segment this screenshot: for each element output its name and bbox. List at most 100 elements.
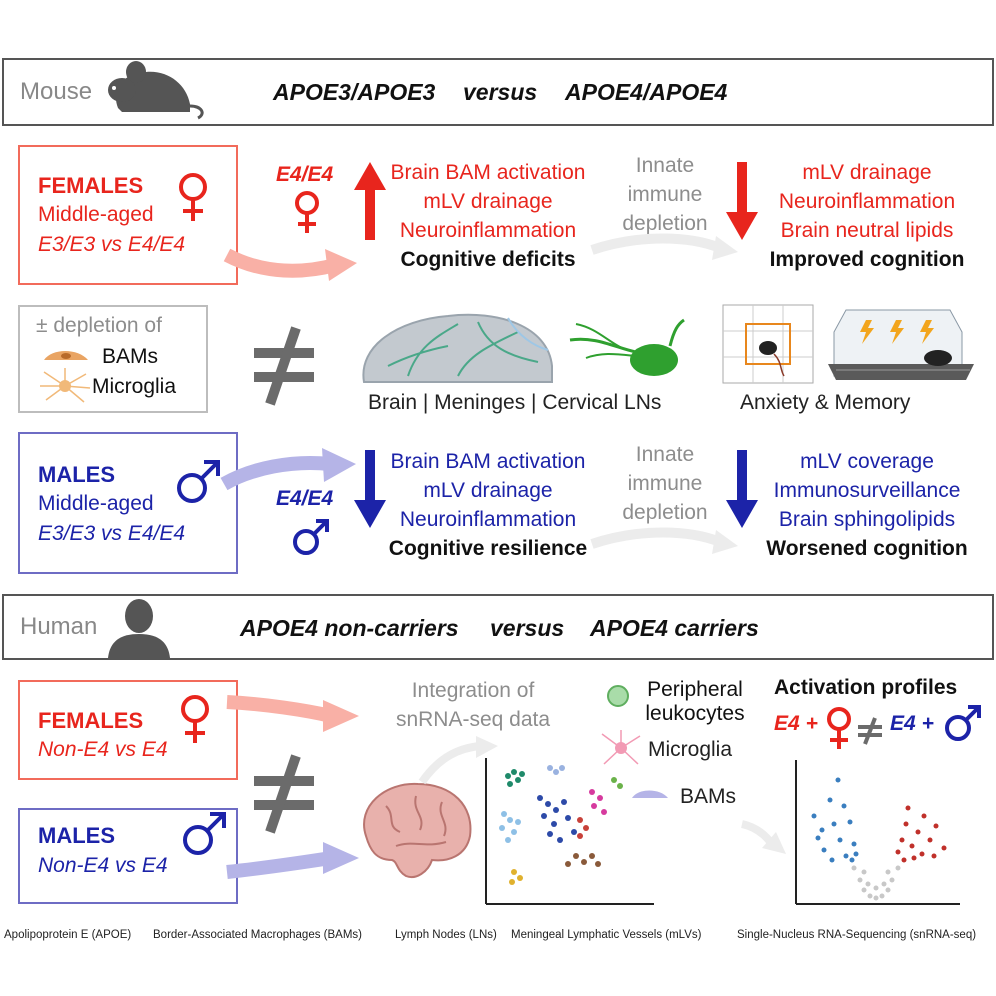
effect-line: Neuroinflammation [399,508,577,531]
male-human-comparison: Non-E4 vs E4 [38,854,168,877]
depletion-word: immune [627,183,703,206]
female-decrease-effects: mLV drainage Neuroinflammation Brain neu… [752,158,982,274]
mouse-genotype-a: APOE3/APOE3 [273,79,436,105]
male-symbol-icon [945,705,981,741]
male-mouse-comparison: E3/E3 vs E4/E4 [38,522,186,545]
female-mouse-arrow [223,248,357,281]
not-equal-icon [254,326,314,406]
female-depletion-outcome: Improved cognition [769,248,965,271]
depletion-word: immune [627,472,703,495]
e4-female-label: E4 [774,712,800,735]
microglia-label: Microglia [92,375,177,398]
microglia-cell-icon [601,730,641,765]
mouse-versus: versus [463,79,538,105]
effect-line: Neuroinflammation [399,219,577,242]
effect-line: Immunosurveillance [773,479,961,502]
footnote-snrnaseq: Single-Nucleus RNA-Sequencing (snRNA-seq… [737,929,977,941]
male-symbol-icon [183,812,226,855]
male-outcome: Cognitive resilience [388,537,588,560]
mouse-icon [108,61,204,120]
integration-label: Integration of snRNA-seq data [378,676,568,734]
male-decrease-effects: Brain BAM activation mLV drainage Neuroi… [378,447,598,563]
female-mouse-comparison: E3/E3 vs E4/E4 [38,233,186,256]
male-mouse-arrow [220,448,356,491]
depletion-word: Innate [635,154,695,177]
effect-line: mLV coverage [800,450,934,473]
female-mouse-box [18,145,238,285]
female-mouse-title: FEMALES [38,173,144,198]
human-label: Human [20,613,98,640]
effect-line: mLV drainage [802,161,932,184]
depletion-word: depletion [622,501,708,524]
footnote-apoe: Apolipoprotein E (APOE) [4,929,132,941]
female-genotype-label: E4/E4 [276,163,334,186]
human-silhouette-icon [108,599,170,658]
effect-line: Brain sphingolipids [778,508,956,531]
plus-sign: + [806,712,819,735]
female-symbol-icon [179,173,207,221]
effect-line: Brain neutral lipids [780,219,954,242]
effect-line: Brain BAM activation [390,450,586,473]
human-group-a: APOE4 non-carriers [240,615,459,642]
decrease-arrow-icon [354,450,386,528]
increase-arrow-icon [354,162,386,240]
effect-line: mLV drainage [423,190,553,213]
e4-male-label: E4 [890,712,916,735]
male-mouse-title: MALES [38,462,115,487]
male-depletion-label: Innate immune depletion [615,440,715,527]
integration-line: snRNA-seq data [395,708,551,731]
male-symbol-icon-small [293,519,329,555]
tissues-label: Brain | Meninges | Cervical LNs [368,391,662,414]
male-human-box [18,808,238,904]
volcano-plot [795,760,960,905]
decrease-arrow-icon [726,162,758,240]
decrease-arrow-icon [726,450,758,528]
depletion-word: depletion [622,212,708,235]
male-symbol-icon [177,460,220,503]
effect-line: Neuroinflammation [778,190,956,213]
plus-sign: + [922,712,935,735]
female-depletion-label: Innate immune depletion [615,151,715,238]
not-equal-small-icon [858,717,882,745]
female-mouse-subtitle: Middle-aged [38,203,154,226]
bam-cell-icon [632,790,668,798]
microglia-cell-icon [40,368,91,403]
effect-line: Brain BAM activation [390,161,586,184]
footnote-mlvs: Meningeal Lymphatic Vessels (mLVs) [511,929,702,941]
cell-type-line: Peripheral [647,678,743,701]
footnote-bams: Border-Associated Macrophages (BAMs) [153,929,362,941]
male-human-title: MALES [38,823,115,848]
microglia-human-label: Microglia [648,738,733,761]
male-depletion-outcome: Worsened cognition [766,537,968,560]
human-group-b: APOE4 carriers [590,615,759,641]
female-symbol-icon-small [295,191,319,233]
bam-cell-icon [44,351,88,360]
behavior-label: Anxiety & Memory [740,391,911,414]
female-depletion-arrow [590,233,738,260]
male-decrease-effects-2: mLV coverage Immunosurveillance Brain sp… [752,447,982,563]
male-mouse-box [18,432,238,574]
umap-cluster-plot [485,758,654,905]
not-equal-icon [254,754,314,834]
female-human-title: FEMALES [38,708,144,733]
mouse-label: Mouse [20,78,93,105]
open-field-test-illustration [722,304,814,384]
male-genotype-label: E4/E4 [276,487,334,510]
leukocytes-label: Peripheral leukocytes [640,678,750,726]
depletion-of-label: ± depletion of [36,314,162,337]
male-human-arrow [226,842,359,879]
fear-conditioning-illustration [828,309,974,380]
integration-line: Integration of [411,679,535,702]
female-outcome: Cognitive deficits [400,248,576,271]
lymph-node-illustration [569,318,685,376]
human-brain-illustration [363,782,472,878]
group-a-text: APOE4 non-carriers [240,615,459,641]
depletion-box [18,305,208,413]
cell-type-line: leukocytes [645,702,745,725]
activation-title: Activation profiles [774,676,958,699]
male-depletion-arrow [590,527,738,554]
male-mouse-subtitle: Middle-aged [38,492,154,515]
effect-line: mLV drainage [423,479,553,502]
female-increase-effects: Brain BAM activation mLV drainage Neuroi… [378,158,598,274]
mouse-genotype-b: APOE4/APOE4 [565,79,728,105]
